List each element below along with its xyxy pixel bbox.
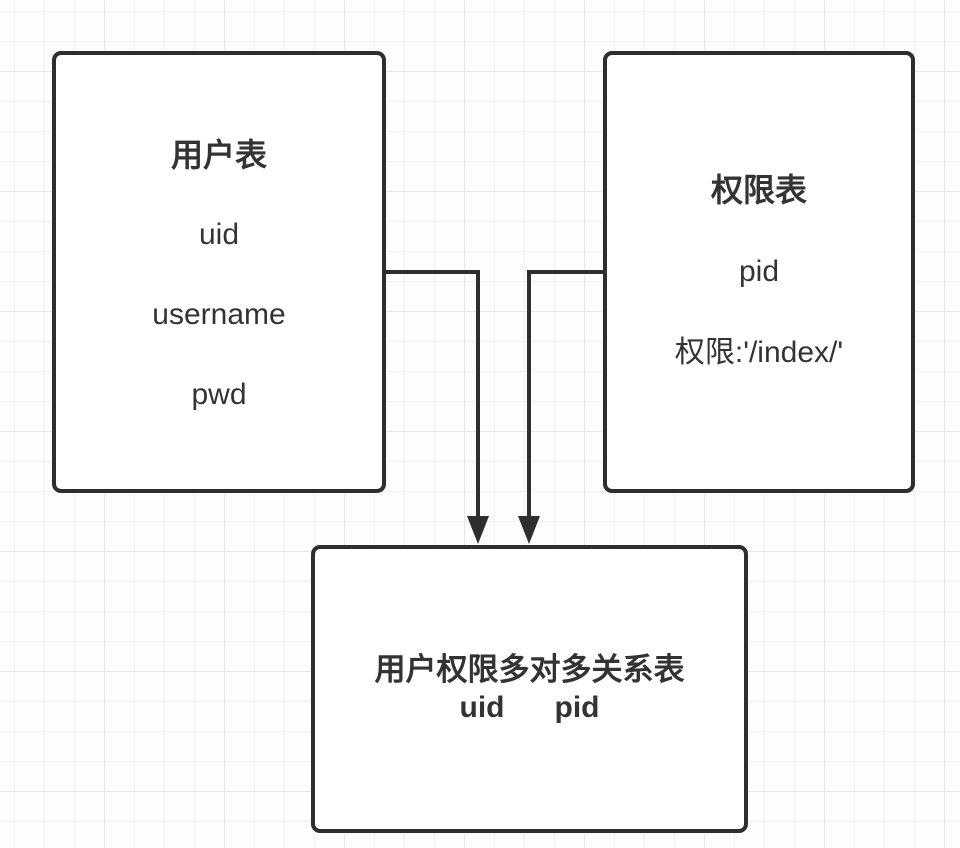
node-relation-table-fields: uid pid [315, 690, 744, 726]
edge-user-to-relation[interactable] [386, 270, 489, 544]
node-user-table-title: 用户表 [170, 137, 267, 173]
node-relation-table-title: 用户权限多对多关系表 [374, 652, 685, 687]
arrowhead-icon [467, 516, 489, 544]
arrowhead-icon [518, 516, 540, 544]
node-user-table-field-pwd: pwd [191, 378, 247, 411]
node-permission-table-title: 权限表 [710, 172, 807, 208]
node-permission-table[interactable]: 权限表 pid 权限:'/index/' [603, 51, 915, 493]
node-relation-table-field-uid: uid [459, 691, 505, 724]
node-permission-table-field-permission: 权限:'/index/' [674, 336, 844, 369]
edge-permission-to-relation[interactable] [518, 270, 603, 544]
node-user-table-field-username: username [152, 298, 286, 331]
node-relation-table-field-pid: pid [554, 691, 600, 724]
node-user-table-field-uid: uid [198, 218, 240, 251]
node-permission-table-field-pid: pid [738, 255, 780, 288]
node-relation-table[interactable]: 用户权限多对多关系表 uid pid [311, 545, 748, 833]
node-user-table[interactable]: 用户表 uid username pwd [52, 51, 386, 493]
